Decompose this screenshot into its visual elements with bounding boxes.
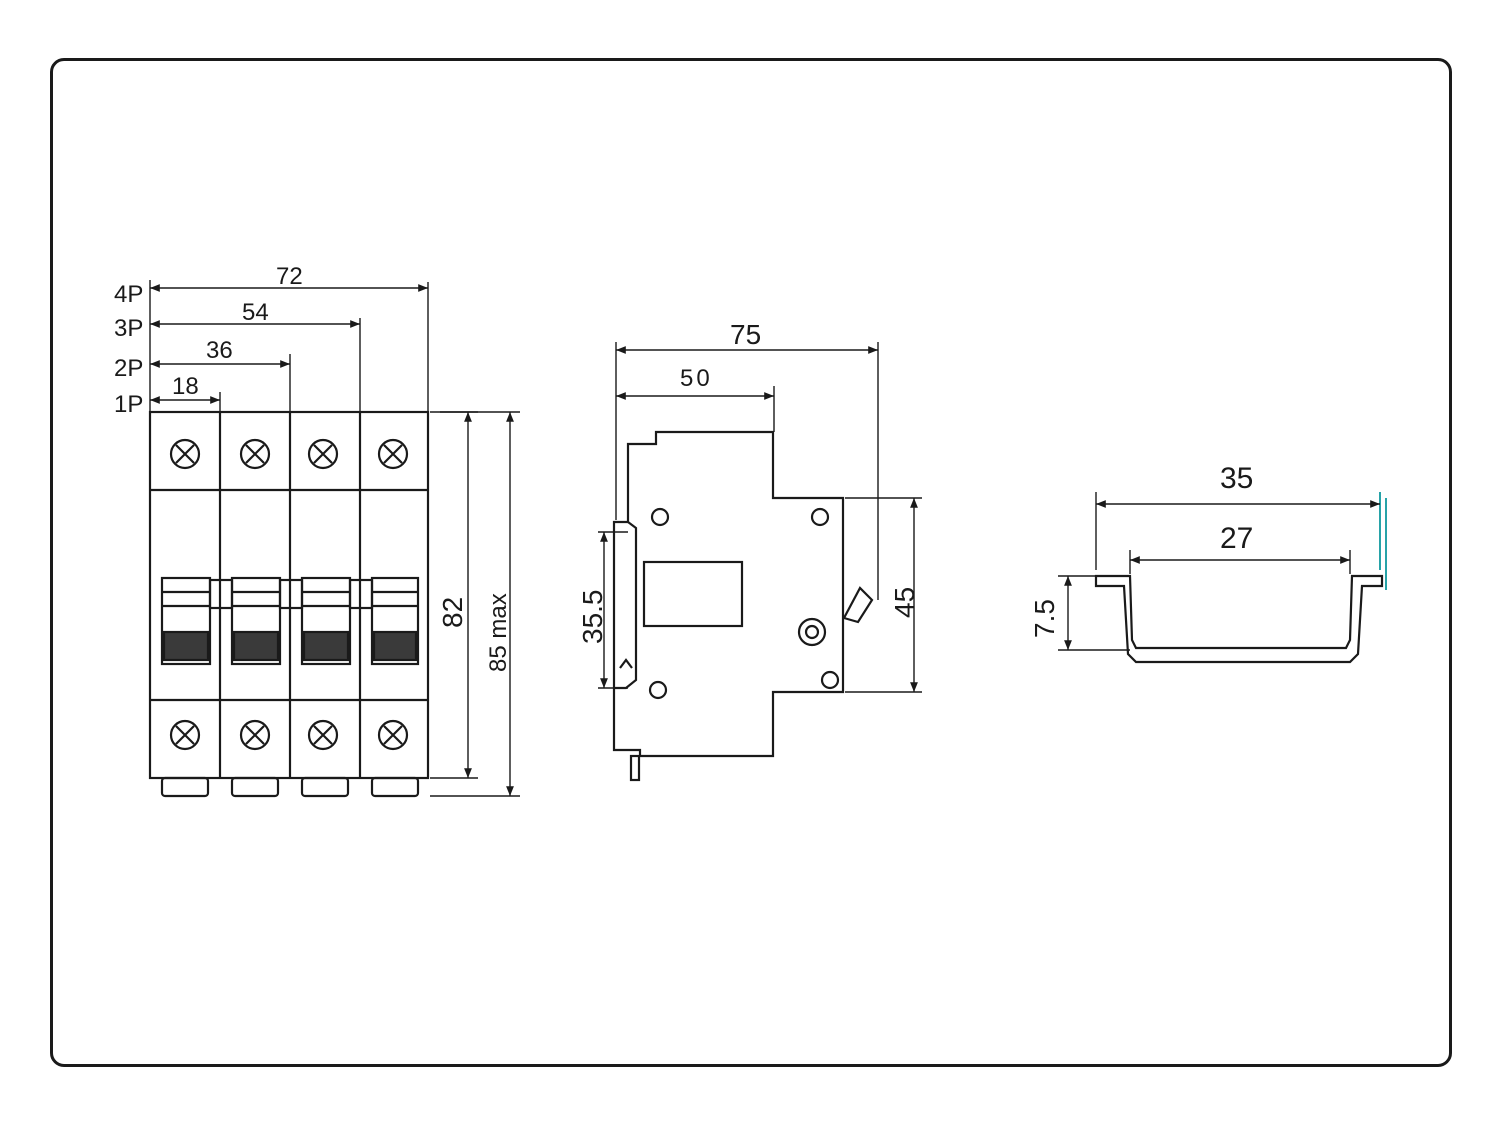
front-dimensions [149,280,520,797]
rivet-icon [820,670,840,690]
dim-27: 27 [1220,522,1253,555]
rivet-icon [650,507,670,527]
rail-dimensions [1058,492,1387,651]
rivet-icon [648,680,668,700]
dim-72: 72 [276,263,303,290]
dim-50: 50 [680,365,713,392]
bottom-tab [230,776,280,798]
pole-label-2p: 2P [114,355,143,382]
side-view [612,430,874,782]
bottom-tab [370,776,420,798]
clip-lever [842,586,874,624]
dim-75: 75 [730,319,761,350]
dim-45: 45 [889,587,920,618]
pole-label-1p: 1P [114,391,143,418]
pole-label-4p: 4P [114,281,143,308]
front-view [148,410,430,798]
din-rail-profile [1094,574,1384,664]
dim-85-max: 85 max [485,593,512,672]
dim-35: 35 [1220,462,1253,495]
label-window [642,560,744,628]
clip-pin [629,754,641,782]
drawing-frame [50,58,1452,1067]
bottom-tab [300,776,350,798]
dim-35-5: 35.5 [577,590,608,645]
dim-18: 18 [172,373,199,400]
bottom-tab [160,776,210,798]
toggle-handle-icon [160,576,420,666]
pole-label-3p: 3P [114,315,143,342]
terminal-screw-icon [169,438,409,470]
dim-7-5: 7.5 [1029,599,1060,638]
dim-36: 36 [206,337,233,364]
dim-54: 54 [242,299,269,326]
side-body-outline [612,430,845,758]
side-dimensions [598,342,922,693]
gear-icon [797,617,827,647]
dim-82: 82 [437,597,468,628]
rivet-icon [810,507,830,527]
terminal-screw-icon [169,719,409,751]
